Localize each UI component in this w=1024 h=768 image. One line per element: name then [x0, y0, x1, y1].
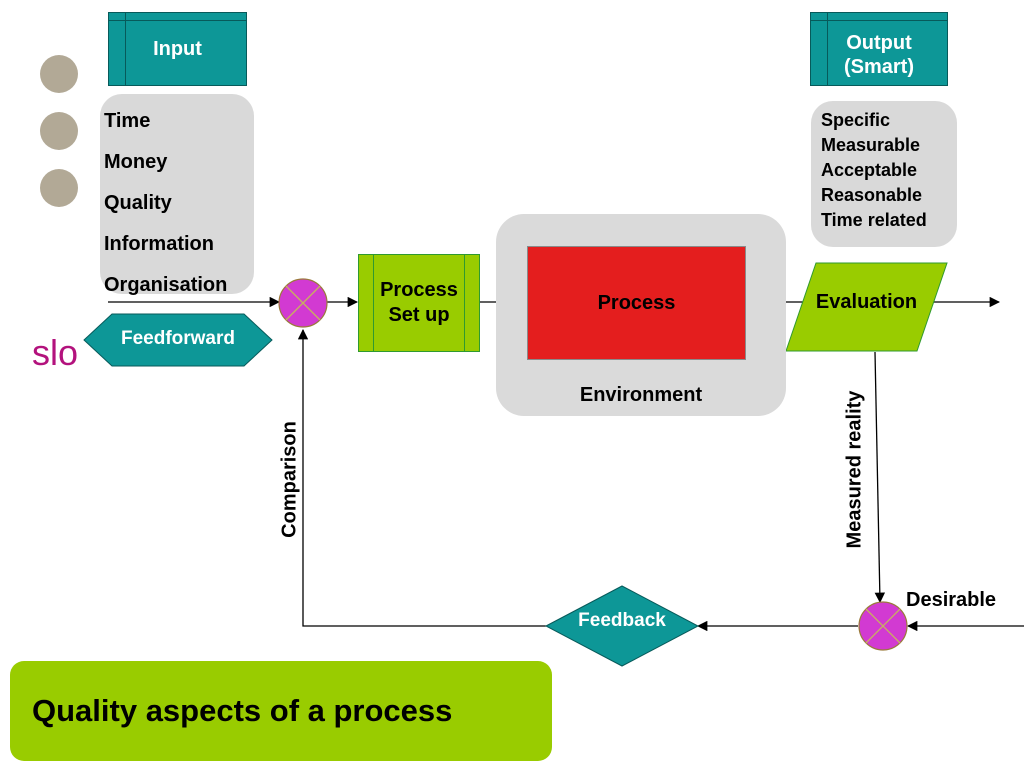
- slo-logo: slo: [32, 332, 79, 373]
- slide-title-box: Quality aspects of a process: [10, 661, 552, 761]
- process-setup-line1: Process: [380, 279, 458, 301]
- output-item-measurable: Measurable: [821, 135, 921, 155]
- input-item-information: Information: [104, 233, 214, 255]
- output-item-time-related: Time related: [821, 210, 927, 230]
- input-item-money: Money: [104, 151, 168, 173]
- input-header: Input: [108, 12, 247, 86]
- slide-title: Quality aspects of a process: [32, 693, 453, 728]
- output-item-specific: Specific: [821, 110, 891, 130]
- output-header-line2: (Smart): [843, 56, 914, 78]
- arrow-measured-reality: [874, 351, 886, 604]
- comparison-junction: [278, 278, 328, 328]
- output-header-line1: Output: [846, 32, 912, 54]
- process-setup-box: Process Set up: [358, 254, 480, 352]
- desirable-label: Desirable: [906, 589, 997, 611]
- output-item-reasonable: Reasonable: [821, 185, 923, 205]
- bullet-2: [40, 112, 78, 150]
- input-item-time: Time: [104, 110, 151, 132]
- measured-reality-label: Measured reality: [843, 390, 866, 549]
- bullet-1: [40, 55, 78, 93]
- evaluation-label: Evaluation: [815, 291, 918, 313]
- feedforward-shape: [83, 313, 273, 367]
- input-item-quality: Quality: [104, 192, 172, 214]
- evaluation-shape: [785, 262, 948, 352]
- desirable-junction: [858, 601, 908, 651]
- input-item-organisation: Organisation: [104, 274, 228, 296]
- process-label: Process: [597, 291, 676, 314]
- bullet-3: [40, 169, 78, 207]
- input-list: Time Money Quality Information Organisat…: [104, 101, 227, 306]
- process-box: Process: [527, 246, 746, 360]
- input-panel: [100, 94, 254, 294]
- process-setup-line2: Set up: [388, 304, 450, 326]
- feedback-label: Feedback: [578, 610, 666, 631]
- feedback-shape: [544, 585, 700, 667]
- output-header: Output (Smart): [810, 12, 948, 86]
- feedforward-label: Feedforward: [120, 328, 236, 349]
- environment-label: Environment: [579, 384, 703, 406]
- output-panel: [811, 101, 957, 247]
- input-header-label: Input: [153, 38, 202, 60]
- comparison-label: Comparison: [278, 421, 301, 538]
- output-list: Specific Measurable Acceptable Reasonabl…: [821, 108, 927, 233]
- output-item-acceptable: Acceptable: [821, 160, 918, 180]
- arrow-feedback-to-comparison: [297, 328, 546, 627]
